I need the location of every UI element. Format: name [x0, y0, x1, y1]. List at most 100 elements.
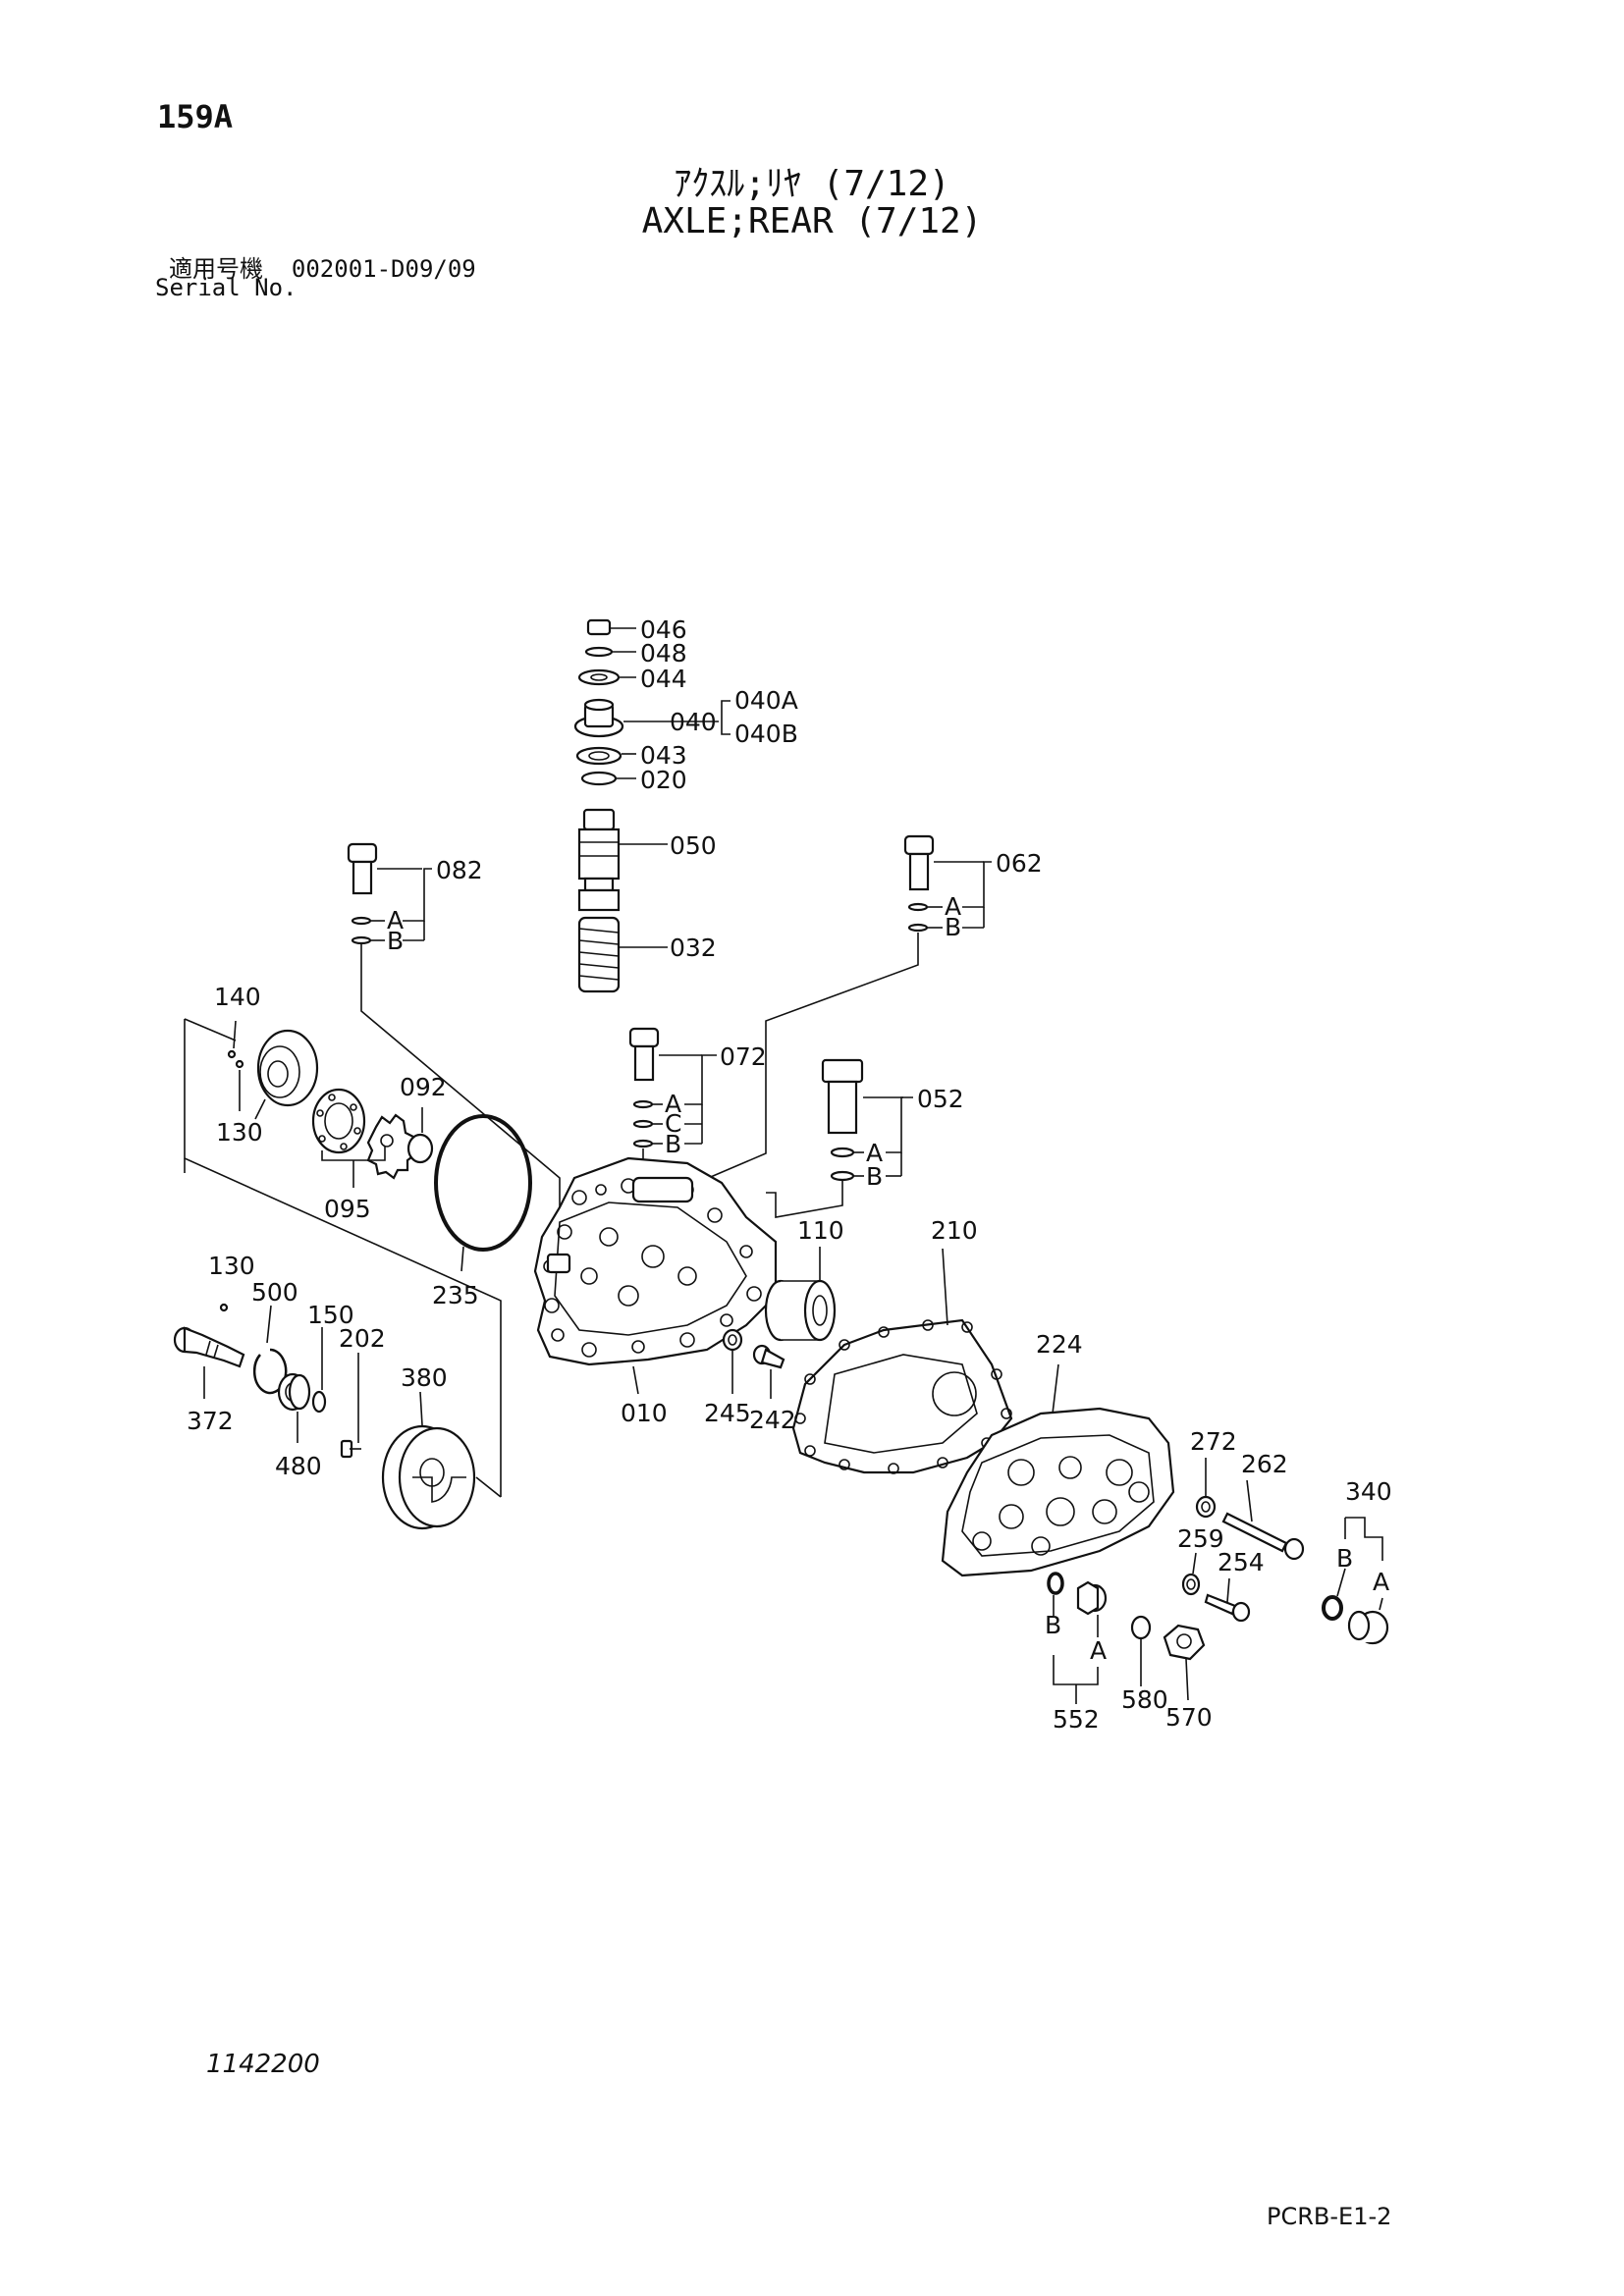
- part-372-shaft: [173, 1326, 245, 1399]
- label-052-b: B: [866, 1162, 883, 1191]
- part-020-washer: [580, 771, 636, 786]
- callout-110: 110: [797, 1216, 844, 1245]
- part-242-bolt: [752, 1344, 785, 1399]
- part-254-bolt: [1204, 1577, 1251, 1623]
- callout-552: 552: [1053, 1705, 1100, 1734]
- callout-210: 210: [931, 1216, 978, 1245]
- callout-245: 245: [704, 1399, 751, 1427]
- part-pump-cover: [254, 1029, 319, 1120]
- part-046-plug: [586, 618, 636, 636]
- callout-500: 500: [251, 1278, 298, 1307]
- part-202-pin: [340, 1353, 361, 1459]
- callout-020: 020: [640, 766, 687, 794]
- callout-043: 043: [640, 741, 687, 770]
- part-044-washer: [577, 668, 636, 686]
- callout-259: 259: [1177, 1524, 1224, 1553]
- title-japanese: ｱｸｽﾙ;ﾘﾔ (7/12): [674, 164, 950, 204]
- callout-130-lower: 130: [208, 1252, 255, 1280]
- serial-label-english: Serial No.: [155, 274, 298, 301]
- part-050-spool: [577, 808, 668, 912]
- callout-032: 032: [670, 934, 717, 962]
- part-340-plug: [1322, 1517, 1389, 1645]
- callout-150: 150: [307, 1301, 354, 1329]
- title-english: AXLE;REAR (7/12): [641, 201, 983, 241]
- callout-082: 082: [436, 856, 483, 884]
- callout-340: 340: [1345, 1477, 1392, 1506]
- callout-052: 052: [917, 1085, 964, 1113]
- part-150-ring: [311, 1327, 327, 1414]
- part-072-valve: [628, 1027, 717, 1190]
- label-340-b: B: [1336, 1544, 1353, 1573]
- part-580-oring: [1130, 1615, 1152, 1686]
- callout-010: 010: [621, 1399, 668, 1427]
- part-130-pin-upper: [235, 1059, 244, 1111]
- label-072-a: A: [665, 1090, 681, 1118]
- part-224-cover: [941, 1363, 1175, 1577]
- figure-number: 1142200: [206, 2050, 320, 2079]
- callout-140: 140: [214, 983, 261, 1011]
- part-010-valve-body: [533, 1156, 778, 1395]
- callout-130-upper: 130: [216, 1118, 263, 1147]
- callout-570: 570: [1165, 1703, 1213, 1732]
- callout-202: 202: [339, 1324, 386, 1353]
- callout-235: 235: [432, 1281, 479, 1309]
- callout-242: 242: [749, 1406, 796, 1434]
- callout-040: 040: [670, 708, 717, 736]
- callout-072: 072: [720, 1042, 767, 1071]
- part-235-oring: [434, 1114, 532, 1272]
- part-570-nut: [1163, 1624, 1206, 1701]
- part-040-plug: [573, 698, 731, 738]
- callout-040b: 040B: [734, 720, 798, 748]
- callout-262: 262: [1241, 1450, 1288, 1478]
- callout-480: 480: [275, 1452, 322, 1480]
- callout-040a: 040A: [734, 686, 798, 715]
- part-380-plate: [381, 1391, 502, 1530]
- callout-050: 050: [670, 831, 717, 860]
- part-110-filter: [764, 1247, 837, 1342]
- callout-092: 092: [400, 1073, 447, 1101]
- callout-372: 372: [187, 1407, 234, 1435]
- label-082-a: A: [387, 906, 404, 934]
- part-130-pin-lower: [219, 1303, 229, 1312]
- callout-254: 254: [1218, 1548, 1265, 1576]
- label-340-a: A: [1373, 1568, 1389, 1596]
- part-272-washer: [1195, 1458, 1217, 1519]
- callout-046: 046: [640, 615, 687, 644]
- part-140-pin: [227, 1020, 237, 1059]
- part-259-washer: [1181, 1552, 1201, 1596]
- label-062-a: A: [945, 892, 961, 921]
- callout-044: 044: [640, 665, 687, 693]
- part-500-snap-ring: [252, 1305, 288, 1395]
- serial-line-japanese: 適用号機 002001-D09/09: [169, 249, 476, 284]
- label-072-b: B: [665, 1130, 681, 1158]
- label-052-a: A: [866, 1139, 883, 1167]
- part-480-bearing: [277, 1372, 311, 1443]
- part-092-pin: [406, 1107, 434, 1164]
- label-552-b: B: [1045, 1611, 1061, 1639]
- part-043-washer: [575, 746, 636, 766]
- part-052-valve: [766, 1058, 913, 1218]
- callout-048: 048: [640, 639, 687, 667]
- part-262-bolt: [1221, 1479, 1305, 1561]
- label-082-b: B: [387, 927, 404, 955]
- pump-group-bracket: [184, 1019, 502, 1497]
- callout-272: 272: [1190, 1427, 1237, 1456]
- callout-224: 224: [1036, 1330, 1083, 1359]
- label-072-c: C: [665, 1109, 681, 1138]
- part-062-valve: [684, 834, 992, 1189]
- serial-label-jp: 適用号機: [169, 255, 263, 283]
- part-032-spring: [577, 916, 668, 993]
- part-210-gasket: [791, 1248, 1013, 1474]
- page-code: 159A: [157, 98, 234, 135]
- label-062-b: B: [945, 913, 961, 941]
- label-552-a: A: [1090, 1636, 1107, 1665]
- serial-range: 002001-D09/09: [291, 255, 476, 283]
- callout-380: 380: [401, 1363, 448, 1392]
- part-095-outer-gear: [311, 1088, 366, 1154]
- callout-062: 062: [996, 849, 1043, 878]
- sheet-code: PCRB-E1-2: [1267, 2203, 1392, 2230]
- callout-095: 095: [324, 1195, 371, 1223]
- part-245-washer: [722, 1328, 743, 1394]
- callout-580: 580: [1121, 1685, 1168, 1714]
